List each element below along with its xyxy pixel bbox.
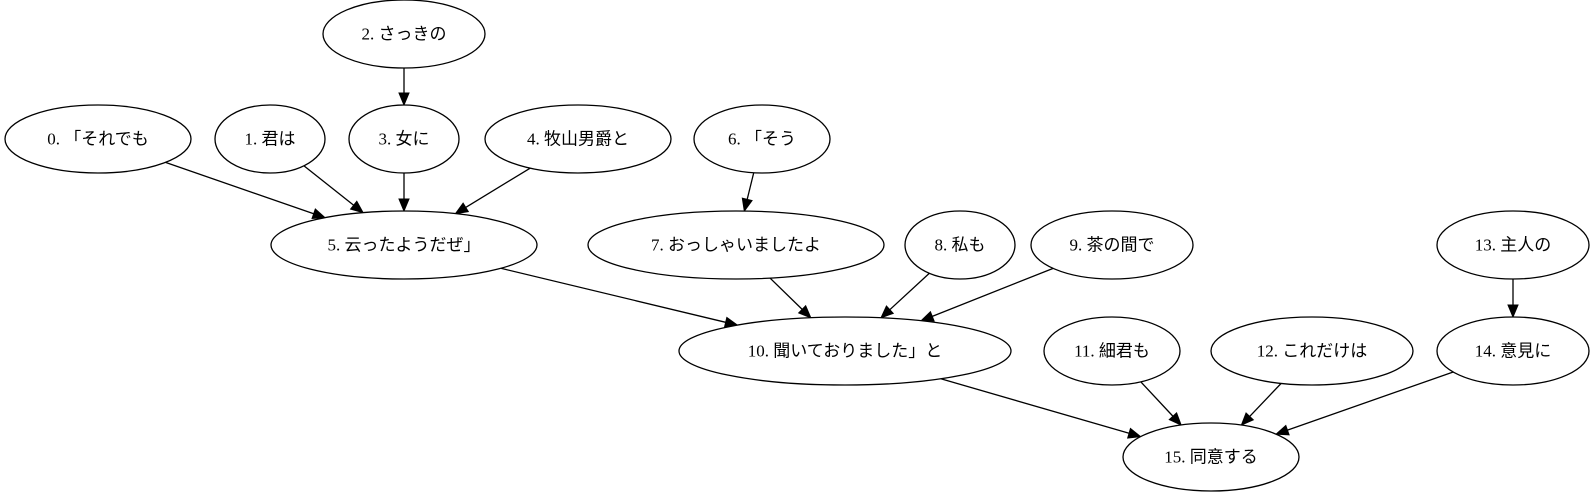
arrowhead-icon bbox=[1240, 412, 1255, 427]
node-11: 11. 細君も bbox=[1043, 316, 1181, 386]
node-8: 8. 私も bbox=[904, 210, 1016, 280]
node-label: 2. さっきの bbox=[362, 25, 447, 44]
node-ellipse bbox=[693, 104, 831, 174]
node-ellipse bbox=[1043, 316, 1181, 386]
node-ellipse bbox=[1122, 422, 1300, 492]
node-ellipse bbox=[348, 104, 460, 174]
node-label: 3. 女に bbox=[379, 130, 430, 149]
node-label: 5. 云ったようだぜ」 bbox=[328, 236, 481, 255]
node-ellipse bbox=[4, 104, 192, 174]
node-ellipse bbox=[1436, 210, 1590, 280]
arrowhead-icon bbox=[311, 208, 327, 219]
arrowhead-icon bbox=[349, 200, 365, 214]
edge-line bbox=[769, 277, 803, 310]
edge-line bbox=[303, 165, 355, 206]
edge-line bbox=[746, 172, 755, 200]
arrowhead-icon bbox=[1168, 411, 1183, 426]
node-label: 12. これだけは bbox=[1257, 342, 1368, 361]
edge-line bbox=[940, 378, 1130, 434]
edge-4-to-5 bbox=[454, 167, 531, 215]
node-4: 4. 牧山男爵と bbox=[484, 104, 672, 174]
edge-line bbox=[465, 167, 531, 208]
node-ellipse bbox=[1030, 210, 1194, 280]
node-10: 10. 聞いておりました」と bbox=[678, 316, 1012, 386]
node-ellipse bbox=[678, 316, 1012, 386]
node-label: 11. 細君も bbox=[1074, 342, 1150, 361]
edge-0-to-5 bbox=[165, 161, 327, 219]
edge-6-to-7 bbox=[741, 172, 755, 213]
node-label: 14. 意見に bbox=[1475, 342, 1552, 361]
edge-13-to-14 bbox=[1507, 279, 1519, 319]
edge-line bbox=[889, 272, 930, 311]
edge-line bbox=[1249, 382, 1282, 417]
node-label: 7. おっしゃいましたよ bbox=[651, 236, 821, 255]
node-15: 15. 同意する bbox=[1122, 422, 1300, 492]
edge-14-to-15 bbox=[1274, 371, 1454, 436]
node-label: 8. 私も bbox=[935, 236, 986, 255]
node-ellipse bbox=[214, 104, 326, 174]
edge-10-to-15 bbox=[940, 378, 1142, 439]
arrowhead-icon bbox=[741, 197, 753, 213]
node-ellipse bbox=[904, 210, 1016, 280]
node-ellipse bbox=[1210, 316, 1414, 386]
node-label: 13. 主人の bbox=[1475, 236, 1552, 255]
node-5: 5. 云ったようだぜ」 bbox=[270, 210, 538, 280]
node-ellipse bbox=[587, 210, 885, 280]
node-label: 6. 「そう bbox=[728, 130, 796, 149]
node-14: 14. 意見に bbox=[1436, 316, 1590, 386]
edges-layer bbox=[165, 68, 1519, 439]
edge-8-to-10 bbox=[880, 272, 930, 319]
arrowhead-icon bbox=[398, 92, 410, 107]
node-ellipse bbox=[1436, 316, 1590, 386]
edge-line bbox=[165, 161, 314, 215]
node-0: 0. 「それでも bbox=[4, 104, 192, 174]
edge-7-to-10 bbox=[769, 277, 812, 319]
edge-3-to-5 bbox=[398, 173, 410, 213]
node-ellipse bbox=[270, 210, 538, 280]
edge-line bbox=[1140, 381, 1174, 417]
node-label: 1. 君は bbox=[245, 130, 296, 149]
nodes-layer: 0. 「それでも 1. 君は 2. さっきの 3. 女に 4. 牧山男爵と 5. 云ったよ… bbox=[4, 0, 1590, 492]
node-2: 2. さっきの bbox=[322, 0, 486, 69]
edge-12-to-15 bbox=[1240, 382, 1282, 427]
node-label: 15. 同意する bbox=[1164, 448, 1258, 467]
arrowhead-icon bbox=[1274, 424, 1290, 436]
node-12: 12. これだけは bbox=[1210, 316, 1414, 386]
node-label: 9. 茶の間で bbox=[1070, 236, 1155, 255]
edge-line bbox=[1287, 371, 1454, 431]
edge-line bbox=[500, 267, 726, 323]
arrowhead-icon bbox=[1126, 427, 1142, 439]
node-7: 7. おっしゃいましたよ bbox=[587, 210, 885, 280]
node-label: 10. 聞いておりました」と bbox=[748, 342, 942, 361]
edge-11-to-15 bbox=[1140, 381, 1183, 426]
edge-line bbox=[932, 267, 1054, 317]
node-label: 4. 牧山男爵と bbox=[527, 130, 629, 149]
arrowhead-icon bbox=[797, 304, 812, 319]
arrowhead-icon bbox=[880, 305, 895, 319]
arrowhead-icon bbox=[454, 202, 470, 215]
node-ellipse bbox=[484, 104, 672, 174]
node-label: 0. 「それでも bbox=[47, 130, 149, 149]
node-9: 9. 茶の間で bbox=[1030, 210, 1194, 280]
node-6: 6. 「そう bbox=[693, 104, 831, 174]
edge-2-to-3 bbox=[398, 68, 410, 107]
arrowhead-icon bbox=[1507, 304, 1519, 319]
node-13: 13. 主人の bbox=[1436, 210, 1590, 280]
edge-1-to-5 bbox=[303, 165, 365, 214]
node-3: 3. 女に bbox=[348, 104, 460, 174]
arrowhead-icon bbox=[398, 198, 410, 213]
arrowhead-icon bbox=[919, 310, 935, 322]
node-1: 1. 君は bbox=[214, 104, 326, 174]
node-ellipse bbox=[322, 0, 486, 69]
